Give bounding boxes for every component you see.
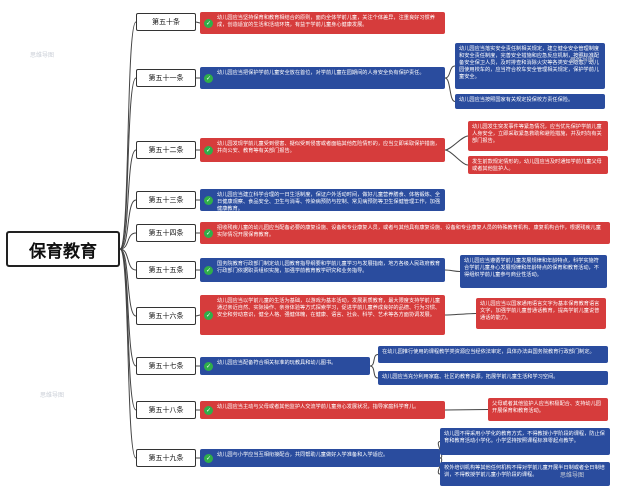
- article-content[interactable]: ✓ 招收残疾儿童的幼儿园应当配备必要的康复设施、设备和专业康复人员，或者与其他具有…: [200, 222, 610, 244]
- sub-point[interactable]: 幼儿园不得采用小学化的教育方式，不得教授小学阶段的课程，防止保育和教育活动小学化…: [440, 428, 610, 455]
- connector-line: [444, 77, 456, 102]
- article-text: 幼儿园应当主动与父母或者其他监护人交流学前儿童身心发展状况，指导家庭科学育儿。: [217, 404, 420, 410]
- connector-line: [444, 409, 489, 411]
- connector-line: [119, 77, 137, 250]
- check-icon: ✓: [204, 265, 213, 275]
- connector-line: [119, 248, 137, 411]
- sub-point[interactable]: 父母或者其他监护人应当积极配合、支持幼儿园开展保育和教育活动。: [488, 398, 608, 421]
- check-icon: ✓: [204, 228, 213, 238]
- article-content[interactable]: ✓ 幼儿园应当主动与父母或者其他监护人交流学前儿童身心发展状况，指导家庭科学育儿。: [200, 401, 445, 419]
- article-label[interactable]: 第五十一条: [136, 69, 196, 87]
- article-label[interactable]: 第五十四条: [136, 224, 196, 242]
- article-label[interactable]: 第五十六条: [136, 307, 196, 325]
- sub-point[interactable]: 幼儿园应当充分利用家庭、社区的教育资源，拓展学前儿童生活和学习空间。: [378, 371, 608, 385]
- article-label[interactable]: 第五十五条: [136, 261, 196, 279]
- connector-line: [119, 199, 137, 250]
- article-text: 幼儿园应当配备符合相关标准的玩教具和幼儿图书。: [217, 360, 337, 366]
- article-text: 招收残疾儿童的幼儿园应当配备必要的康复设施、设备和专业康复人员，或者与其他具有康…: [217, 225, 601, 238]
- connector-line: [444, 65, 456, 79]
- connector-line: [119, 248, 137, 317]
- article-text: 幼儿园应当以学前儿童的生活为基础，以游戏为基本活动，发展素质教育，最大限度支持学…: [217, 298, 441, 318]
- connector-line: [444, 135, 469, 151]
- connector-line: [119, 21, 137, 250]
- article-text: 国务院教育行政部门制定幼儿园教育指导纲要和学前儿童学习与发展指南，地方各级人民政…: [217, 261, 441, 274]
- article-content[interactable]: ✓ 幼儿园应当把保护学前儿童安全放在首位，对学前儿童在园期间的人身安全负有保护责任…: [200, 67, 445, 89]
- connector-line: [369, 365, 379, 379]
- connector-line: [369, 354, 379, 367]
- connector-line: [444, 149, 469, 166]
- article-label[interactable]: 第五十三条: [136, 191, 196, 209]
- connector-line: [444, 313, 477, 316]
- article-text: 幼儿园应当把保护学前儿童安全放在首位，对学前儿童在园期间的人身安全负有保护责任。: [217, 70, 425, 76]
- root-node[interactable]: 保育教育: [6, 231, 120, 267]
- article-text: 幼儿园应当坚持保育和教育相结合的原则，面向全体学前儿童，关注个体差异，注重良好习…: [217, 15, 435, 28]
- article-label[interactable]: 第五十八条: [136, 401, 196, 419]
- check-icon: ✓: [204, 405, 213, 415]
- sub-point[interactable]: 校外培训机构等其他任何机构不得对学前儿童开展半日制或者全日制培训，不得教授学前儿…: [440, 462, 610, 486]
- connector-line: [119, 248, 137, 459]
- check-icon: ✓: [204, 453, 213, 463]
- connector-line: [195, 21, 201, 24]
- sub-point[interactable]: 幼儿园应当按照国家有关规定投保校方责任保险。: [455, 94, 605, 109]
- connector-line: [119, 149, 137, 250]
- sub-point[interactable]: 幼儿园应当落实安全责任制相关规定，建立健全安全管理制度和安全责任制度，完善安全措…: [455, 43, 605, 89]
- connector-line: [195, 314, 201, 317]
- watermark-text: 思维导图: [40, 392, 65, 399]
- watermark-text: 思维导图: [560, 472, 585, 479]
- article-content[interactable]: ✓ 幼儿园应当建立科学合理的一日生活制度，保证户外活动时间，做好儿童营养膳食、体格…: [200, 189, 445, 211]
- watermark-text: 思维导图: [570, 57, 595, 64]
- article-content[interactable]: ✓ 幼儿园应当配备符合相关标准的玩教具和幼儿图书。: [200, 357, 370, 375]
- check-icon: ✓: [204, 73, 213, 83]
- sub-point[interactable]: 发生前款规定情形的，幼儿园应当及时通知学前儿童父母或者其他监护人。: [468, 156, 608, 174]
- sub-point[interactable]: 幼儿园应当遵循学前儿童发展规律和年龄特点，科学实施符合学前儿童身心发展规律和年龄…: [460, 255, 607, 288]
- article-label[interactable]: 第五十条: [136, 13, 196, 31]
- article-label[interactable]: 第五十二条: [136, 141, 196, 159]
- article-content[interactable]: ✓ 幼儿园发现学前儿童受到侵害、疑似受到侵害或者面临其他危险情形的，应当立即采取保…: [200, 138, 445, 162]
- connector-line: [444, 269, 461, 272]
- article-text: 幼儿园发现学前儿童受到侵害、疑似受到侵害或者面临其他危险情形的，应当立即采取保护…: [217, 141, 441, 154]
- article-label[interactable]: 第五十九条: [136, 449, 196, 467]
- check-icon: ✓: [204, 310, 213, 320]
- article-content[interactable]: ✓ 幼儿园应当坚持保育和教育相结合的原则，面向全体学前儿童，关注个体差异，注重良好…: [200, 12, 445, 34]
- connector-line: [119, 232, 137, 250]
- article-content[interactable]: ✓ 国务院教育行政部门制定幼儿园教育指导纲要和学前儿童学习与发展指南，地方各级人民…: [200, 258, 445, 282]
- article-label[interactable]: 第五十七条: [136, 357, 196, 375]
- sub-point[interactable]: 在幼儿园推行使用的课程教学类资源应当经依法审定，具体办法由国务院教育行政部门制定…: [378, 346, 608, 363]
- article-text: 幼儿园应当建立科学合理的一日生活制度，保证户外活动时间，做好儿童营养膳食、体格锻…: [217, 192, 441, 211]
- sub-point[interactable]: 幼儿园应当以国家通用语言文字为基本保育教育语言文字，加强学前儿童普通话教育，提高…: [476, 298, 606, 329]
- article-text: 幼儿园与小学应当互相衔接配合，共同帮助儿童做好入学准备和入学适应。: [217, 452, 389, 458]
- check-icon: ✓: [204, 361, 213, 371]
- article-content[interactable]: ✓ 幼儿园与小学应当互相衔接配合，共同帮助儿童做好入学准备和入学适应。: [200, 449, 440, 467]
- article-content[interactable]: ✓ 幼儿园应当以学前儿童的生活为基础，以游戏为基本活动，发展素质教育，最大限度支持…: [200, 295, 445, 335]
- check-icon: ✓: [204, 18, 213, 28]
- watermark-text: 思维导图: [30, 52, 55, 59]
- check-icon: ✓: [204, 145, 213, 155]
- sub-point[interactable]: 幼儿园发生突发事件等紧急情况，应当优先保护学前儿童人身安全，立即采取紧急救助和避…: [468, 121, 608, 151]
- check-icon: ✓: [204, 195, 213, 205]
